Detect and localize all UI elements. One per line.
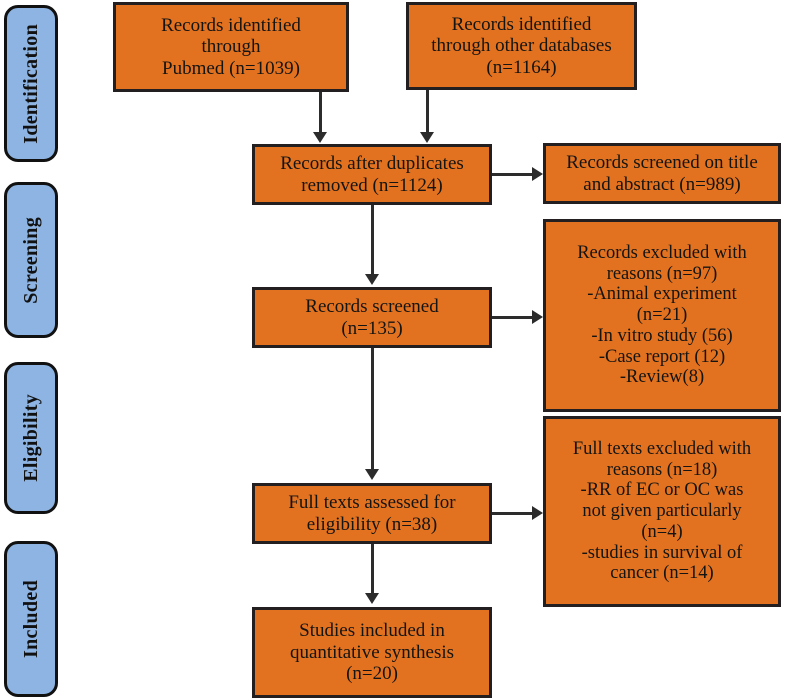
node-records-excluded-line-4: (n=21) [636, 305, 688, 326]
node-records-screened-line-1: Records screened [305, 296, 439, 318]
connector-duplicates-to-records-screened [371, 205, 374, 276]
node-fulltext-excluded-line-3: -RR of EC or OC was [580, 480, 744, 501]
node-duplicates-removed-line-1: Records after duplicates [280, 153, 464, 175]
node-duplicates-removed-line-2: removed (n=1124) [301, 174, 443, 196]
stage-label-identification: Identification [4, 5, 58, 162]
connector-duplicates-to-screened-title [492, 173, 534, 176]
node-records-excluded-line-3: -Animal experiment [587, 284, 737, 305]
stage-label-identification-text: Identification [19, 23, 42, 144]
arrowhead-screened-to-fulltext-assessed [365, 469, 379, 480]
node-identified-other: Records identified through other databas… [406, 2, 637, 90]
connector-screened-to-excluded [492, 316, 534, 319]
node-records-excluded-line-6: -Case report (12) [598, 346, 726, 367]
stage-label-included-text: Included [19, 580, 42, 658]
node-records-screened-line-2: (n=135) [341, 317, 403, 339]
connector-assessed-to-included [371, 544, 374, 594]
arrowhead-screened-to-excluded [532, 310, 543, 324]
node-duplicates-removed: Records after duplicates removed (n=1124… [252, 144, 492, 205]
connector-assessed-to-fulltext-excluded [492, 512, 534, 515]
node-identified-pubmed: Records identified through Pubmed (n=103… [113, 2, 349, 92]
stage-label-included: Included [4, 541, 58, 697]
arrowhead-other-to-duplicates [420, 132, 434, 143]
arrowhead-assessed-to-included [365, 593, 379, 604]
node-identified-pubmed-line-2: through [201, 36, 261, 58]
node-identified-other-line-3: (n=1164) [486, 56, 557, 78]
node-screened-title-abstract-line-2: and abstract (n=989) [583, 173, 741, 195]
node-studies-included-line-2: quantitative synthesis [289, 641, 455, 663]
node-identified-other-line-2: through other databases [431, 35, 612, 57]
node-records-excluded: Records excluded with reasons (n=97) -An… [543, 219, 781, 412]
node-studies-included-line-3: (n=20) [346, 663, 398, 685]
node-studies-included-line-1: Studies included in [299, 620, 445, 642]
node-fulltext-excluded: Full texts excluded with reasons (n=18) … [543, 416, 781, 607]
node-fulltext-excluded-line-1: Full texts excluded with [572, 438, 752, 459]
connector-screened-to-fulltext-assessed [371, 348, 374, 470]
stage-label-screening: Screening [4, 182, 58, 338]
connector-pubmed-to-duplicates [319, 92, 322, 134]
node-identified-pubmed-line-1: Records identified [161, 14, 301, 36]
node-screened-title-abstract-line-1: Records screened on title [566, 152, 758, 174]
node-records-screened: Records screened (n=135) [252, 287, 492, 348]
node-records-excluded-line-7: -Review(8) [619, 367, 705, 388]
node-screened-title-abstract: Records screened on title and abstract (… [543, 143, 781, 204]
arrowhead-pubmed-to-duplicates [313, 132, 327, 143]
node-records-excluded-line-1: Records excluded with [577, 242, 747, 263]
node-fulltext-assessed: Full texts assessed for eligibility (n=3… [252, 483, 492, 544]
node-records-excluded-line-5: -In vitro study (56) [591, 325, 733, 346]
stage-label-eligibility: Eligibility [4, 362, 58, 514]
node-identified-other-line-1: Records identified [451, 13, 592, 35]
node-identified-pubmed-line-3: Pubmed (n=1039) [162, 57, 300, 79]
node-fulltext-assessed-line-1: Full texts assessed for [288, 492, 456, 514]
node-studies-included: Studies included in quantitative synthes… [252, 607, 492, 698]
node-fulltext-excluded-line-4: not given particularly [582, 501, 742, 522]
stage-label-eligibility-text: Eligibility [19, 394, 42, 482]
arrowhead-duplicates-to-screened-title [532, 167, 543, 181]
arrowhead-duplicates-to-records-screened [365, 274, 379, 285]
arrowhead-assessed-to-fulltext-excluded [532, 506, 543, 520]
node-records-excluded-line-2: reasons (n=97) [606, 263, 718, 284]
connector-other-to-duplicates [426, 90, 429, 134]
node-fulltext-excluded-line-6: -studies in survival of [581, 542, 743, 563]
node-fulltext-excluded-line-2: reasons (n=18) [606, 459, 718, 480]
stage-label-screening-text: Screening [19, 216, 42, 304]
node-fulltext-assessed-line-2: eligibility (n=38) [306, 513, 438, 535]
node-fulltext-excluded-line-7: cancer (n=14) [610, 563, 714, 584]
node-fulltext-excluded-line-5: (n=4) [641, 521, 683, 542]
